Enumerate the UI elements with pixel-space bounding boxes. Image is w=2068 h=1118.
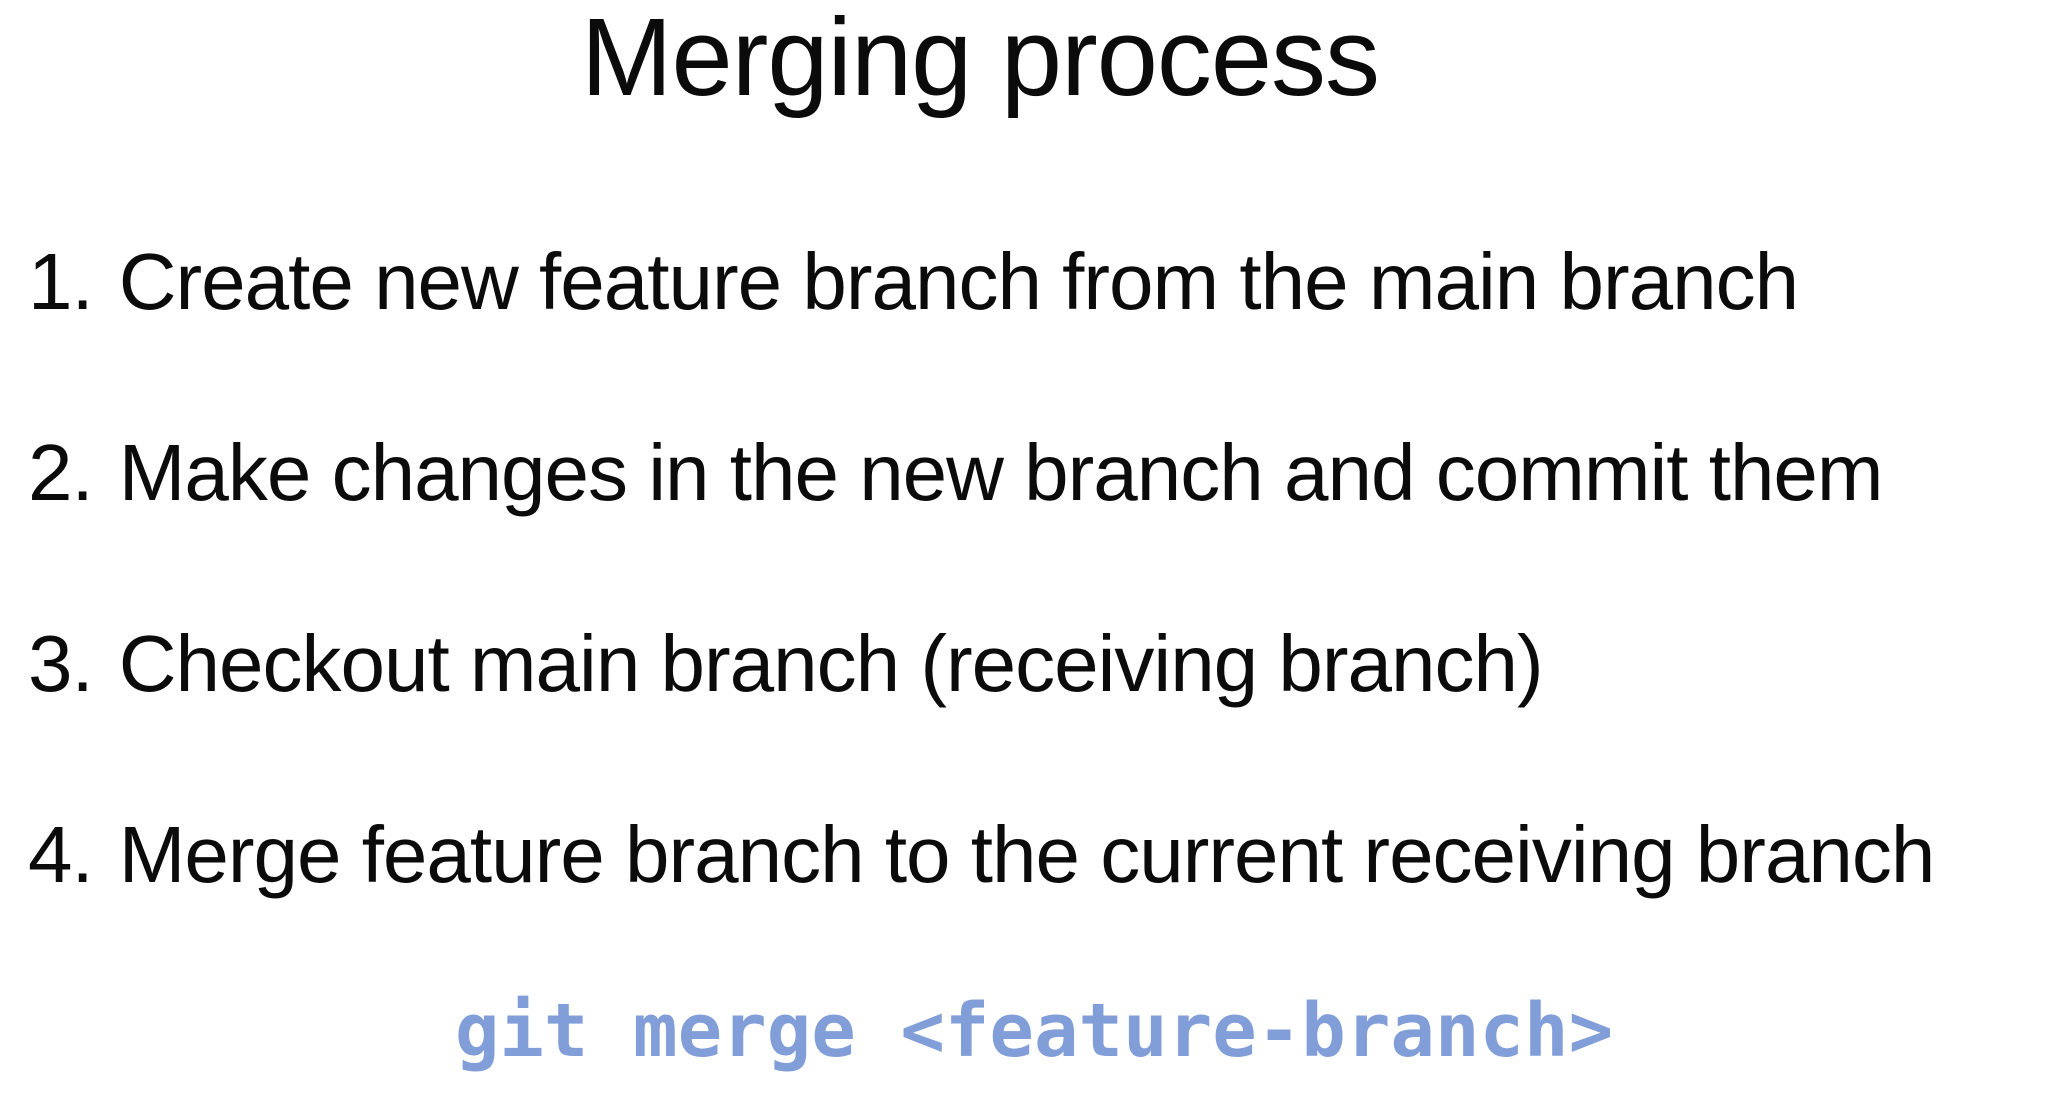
step-text: Checkout main branch (receiving branch) (118, 619, 1544, 708)
page-title: Merging process (580, 0, 1380, 119)
step-text: Make changes in the new branch and commi… (118, 428, 1884, 517)
list-item: 2.Make changes in the new branch and com… (28, 433, 2048, 513)
git-merge-command: git merge <feature-branch> (454, 988, 1614, 1074)
step-text: Merge feature branch to the current rece… (118, 810, 1936, 899)
list-item: 1.Create new feature branch from the mai… (28, 242, 2048, 322)
list-item: 3.Checkout main branch (receiving branch… (28, 624, 2048, 704)
step-number: 1. (28, 237, 94, 326)
step-number: 3. (28, 619, 94, 708)
steps-list: 1.Create new feature branch from the mai… (28, 242, 2048, 1006)
list-item: 4.Merge feature branch to the current re… (28, 815, 2048, 895)
step-text: Create new feature branch from the main … (118, 237, 1799, 326)
step-number: 4. (28, 810, 94, 899)
step-number: 2. (28, 428, 94, 517)
